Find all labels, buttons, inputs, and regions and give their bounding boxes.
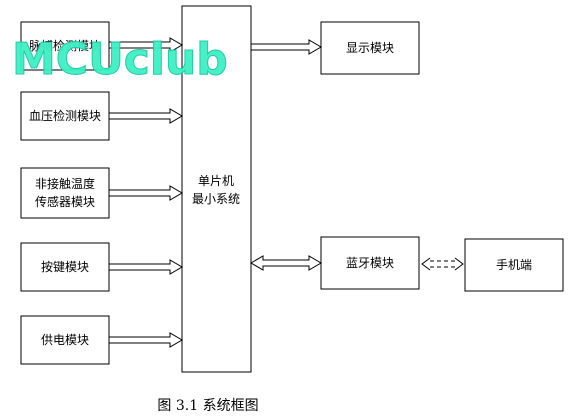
temp-module-box bbox=[20, 167, 110, 219]
bp-module-label: 血压检测模块 bbox=[29, 108, 101, 123]
link-bluetooth-phone bbox=[421, 257, 464, 271]
display-module: 显示模块 bbox=[320, 21, 420, 75]
temp-module: 非接触温度 传感器模块 bbox=[20, 167, 110, 219]
phone-module-label: 手机端 bbox=[496, 258, 532, 272]
arrow-temp-to-mcu bbox=[108, 185, 183, 201]
pulse-module: 脉搏检测模块 bbox=[20, 21, 110, 71]
keys-module: 按键模块 bbox=[20, 242, 110, 292]
power-module: 供电模块 bbox=[20, 315, 110, 365]
arrow-power-to-mcu bbox=[108, 332, 183, 348]
watermark-logo: MCUclub bbox=[12, 34, 228, 85]
display-module-label: 显示模块 bbox=[346, 41, 394, 55]
phone-module: 手机端 bbox=[464, 238, 564, 292]
temp-module-label-line1: 非接触温度 bbox=[35, 176, 95, 191]
arrow-pulse-to-mcu bbox=[108, 37, 183, 53]
figure-caption: 图 3.1 系统框图 bbox=[157, 398, 258, 414]
bp-module: 血压检测模块 bbox=[20, 91, 110, 141]
phone-module-box bbox=[464, 238, 564, 292]
arrow-mcu-to-display bbox=[250, 39, 322, 55]
temp-module-label-line2: 传感器模块 bbox=[35, 194, 95, 209]
mcu-module-box bbox=[181, 5, 252, 373]
mcu-module-label-line1: 单片机 bbox=[198, 174, 234, 188]
bp-module-box bbox=[20, 91, 110, 141]
keys-module-label: 按键模块 bbox=[41, 260, 89, 274]
bluetooth-module: 蓝牙模块 bbox=[320, 236, 420, 290]
display-module-box bbox=[320, 21, 420, 75]
power-module-label: 供电模块 bbox=[41, 333, 89, 347]
arrow-bp-to-mcu bbox=[108, 108, 183, 124]
bluetooth-module-box bbox=[320, 236, 420, 290]
arrow-mcu-bluetooth-bidirectional bbox=[250, 255, 322, 271]
pulse-module-box bbox=[20, 21, 110, 71]
bluetooth-module-label: 蓝牙模块 bbox=[346, 256, 394, 270]
mcu-module-label-line2: 最小系统 bbox=[192, 192, 240, 206]
pulse-module-label: 脉搏检测模块 bbox=[29, 38, 101, 53]
mcu-module: 单片机 最小系统 bbox=[181, 5, 252, 373]
arrow-keys-to-mcu bbox=[108, 259, 183, 275]
